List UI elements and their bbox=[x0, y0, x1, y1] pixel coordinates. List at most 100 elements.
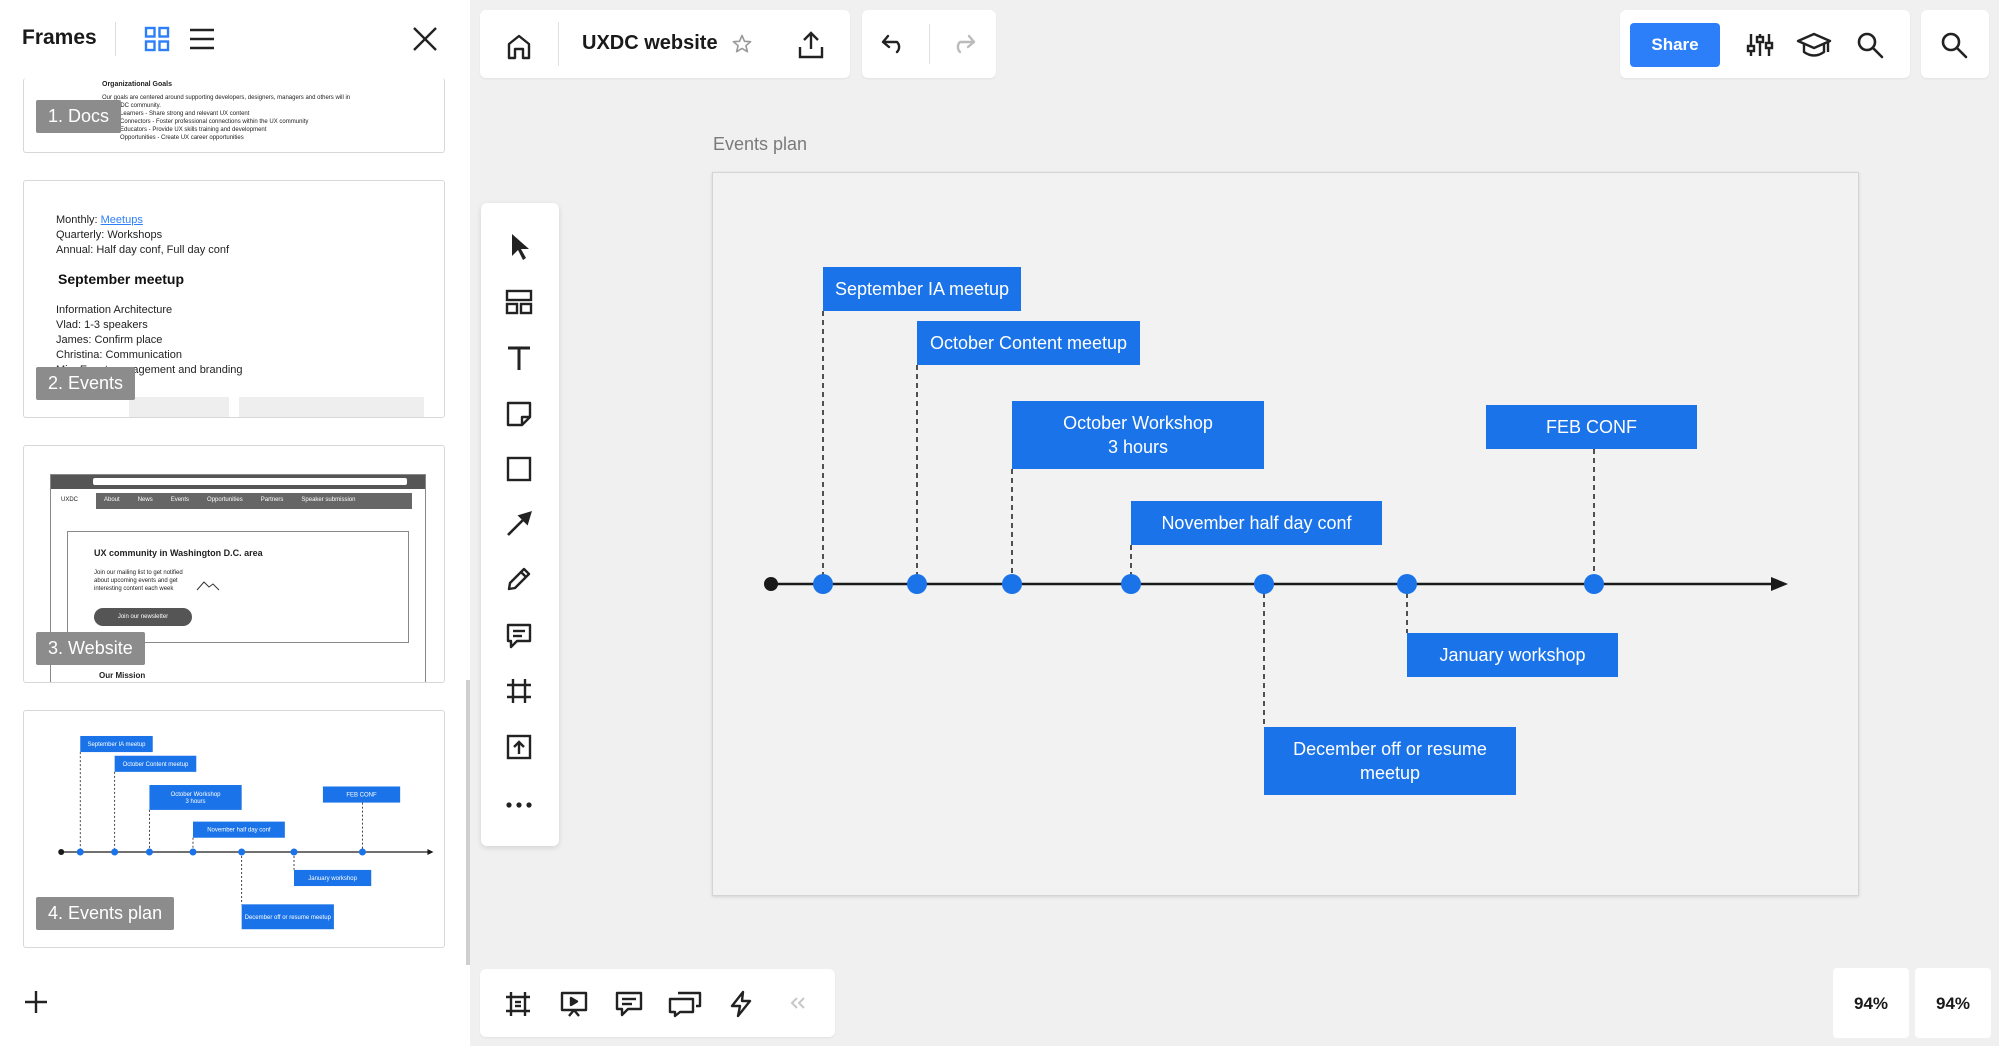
frame-thumbnail-website[interactable]: UXDC About News Events Opportunities Par… bbox=[23, 445, 445, 683]
wireframe-nav-item: News bbox=[137, 497, 153, 503]
search-icon[interactable] bbox=[1940, 31, 1968, 64]
comments-icon[interactable] bbox=[615, 990, 643, 1023]
docs-bullet: Educators - Provide UX skills training a… bbox=[120, 127, 267, 133]
events-line: Christina: Communication bbox=[56, 349, 182, 361]
docs-bullet: Opportunities - Create UX career opportu… bbox=[120, 135, 244, 141]
frame-thumbnail-docs[interactable]: Organizational Goals Our goals are cente… bbox=[23, 78, 445, 153]
timeline-event-dot[interactable] bbox=[1002, 574, 1022, 594]
search-icon[interactable] bbox=[1856, 31, 1884, 64]
timeline-event-dot[interactable] bbox=[1254, 574, 1274, 594]
pen-icon[interactable] bbox=[505, 565, 533, 598]
panel-scrollbar[interactable] bbox=[466, 680, 470, 965]
export-icon[interactable] bbox=[797, 30, 825, 65]
thumbnail-placeholder bbox=[239, 397, 339, 417]
wireframe-nav-item: Events bbox=[170, 497, 190, 503]
timeline-event-dot[interactable] bbox=[1121, 574, 1141, 594]
lightning-icon[interactable] bbox=[729, 990, 753, 1023]
mini-event-label: November half day conf bbox=[207, 828, 271, 834]
frames-icon[interactable] bbox=[504, 990, 532, 1023]
wireframe-browser: UXDC About News Events Opportunities Par… bbox=[50, 474, 426, 682]
image-placeholder-icon bbox=[196, 578, 220, 596]
event-label-box[interactable]: November half day conf bbox=[1131, 501, 1382, 545]
events-line: James: Confirm place bbox=[56, 334, 163, 346]
close-icon[interactable] bbox=[410, 24, 440, 54]
redo-icon[interactable] bbox=[949, 34, 977, 59]
timeline-event-dot[interactable] bbox=[1584, 574, 1604, 594]
mini-event-label: December off or resume meetup bbox=[245, 915, 332, 921]
timeline-start-dot bbox=[764, 577, 778, 591]
wireframe-nav: About News Events Opportunities Partners… bbox=[96, 493, 412, 509]
docs-intro: Our goals are centered around supporting… bbox=[102, 95, 351, 101]
frame-title[interactable]: Events plan bbox=[713, 134, 808, 154]
mini-event-label: September IA meetup bbox=[87, 742, 146, 748]
bottom-toolbar bbox=[480, 969, 835, 1037]
mini-event-label: FEB CONF bbox=[346, 793, 377, 799]
frame-tool-icon[interactable] bbox=[505, 677, 533, 710]
wireframe-browser-bar bbox=[51, 475, 425, 489]
share-button[interactable]: Share bbox=[1630, 23, 1720, 67]
mini-event-dot bbox=[358, 848, 366, 856]
timeline-arrow-head bbox=[1771, 577, 1788, 591]
event-label-box[interactable]: October Workshop 3 hours bbox=[1012, 401, 1264, 469]
mini-event-dot bbox=[111, 848, 119, 856]
timeline-event-dot[interactable] bbox=[1397, 574, 1417, 594]
wireframe-url-bar bbox=[93, 478, 407, 485]
mini-event-box bbox=[80, 735, 153, 753]
events-monthly: Monthly: Meetups bbox=[56, 214, 143, 226]
more-tools-icon[interactable] bbox=[505, 796, 533, 814]
undo-icon[interactable] bbox=[880, 34, 908, 59]
timeline-event-dot[interactable] bbox=[813, 574, 833, 594]
connection-line-icon[interactable] bbox=[505, 510, 533, 543]
divider bbox=[558, 22, 559, 66]
select-pointer-icon[interactable] bbox=[507, 232, 533, 267]
events-annual: Annual: Half day conf, Full day conf bbox=[56, 244, 230, 256]
sticky-note-icon[interactable] bbox=[505, 400, 533, 433]
event-label-box[interactable]: October Content meetup bbox=[917, 321, 1140, 365]
event-label-box[interactable]: September IA meetup bbox=[823, 267, 1021, 311]
event-label-box[interactable]: FEB CONF bbox=[1486, 405, 1697, 449]
zoom-level[interactable]: 94% bbox=[1833, 968, 1909, 1038]
collapse-chevron-icon[interactable] bbox=[789, 996, 807, 1015]
frame-label: 2. Events bbox=[36, 367, 136, 400]
zoom-level[interactable]: 94% bbox=[1915, 968, 1991, 1038]
settings-sliders-icon[interactable] bbox=[1746, 32, 1774, 63]
board-title[interactable]: UXDC website bbox=[582, 32, 718, 54]
event-label-box[interactable]: December off or resume meetup bbox=[1264, 727, 1516, 795]
global-search-toolbar bbox=[1921, 10, 1989, 78]
grid-view-icon[interactable] bbox=[144, 26, 170, 52]
docs-heading: Organizational Goals bbox=[102, 81, 173, 88]
wireframe-cta-button: Join our newsletter bbox=[94, 608, 192, 626]
list-view-icon[interactable] bbox=[188, 26, 216, 52]
docs-bullet: Learners - Share strong and relevant UX … bbox=[120, 111, 250, 117]
learning-hat-icon[interactable] bbox=[1796, 32, 1832, 65]
mini-event-box bbox=[322, 786, 401, 803]
docs-bullet: Connectors - Foster professional connect… bbox=[120, 119, 309, 125]
comment-icon[interactable] bbox=[505, 622, 533, 655]
mini-event-dot bbox=[76, 848, 84, 856]
mini-event-dot bbox=[189, 848, 197, 856]
panel-title: Frames bbox=[22, 26, 97, 49]
mini-event-label: January workshop bbox=[308, 876, 357, 882]
thumbnail-placeholder bbox=[324, 397, 424, 417]
add-frame-icon[interactable] bbox=[22, 988, 50, 1016]
shape-rectangle-icon[interactable] bbox=[505, 455, 533, 488]
event-label-box[interactable]: January workshop bbox=[1407, 633, 1618, 677]
mini-event-box bbox=[114, 755, 197, 772]
frame-thumbnail-events[interactable]: Monthly: Meetups Quarterly: Workshops An… bbox=[23, 180, 445, 418]
timeline-event-dot[interactable] bbox=[907, 574, 927, 594]
text-tool-icon[interactable] bbox=[505, 344, 533, 377]
wireframe-hero-text: about upcoming events and get bbox=[94, 578, 178, 584]
upload-icon[interactable] bbox=[505, 733, 533, 766]
chat-icon[interactable] bbox=[668, 990, 702, 1023]
presentation-icon[interactable] bbox=[560, 990, 588, 1023]
divider bbox=[929, 24, 930, 64]
star-icon[interactable] bbox=[732, 34, 752, 59]
templates-icon[interactable] bbox=[505, 288, 533, 321]
mini-event-dot bbox=[145, 848, 153, 856]
board-toolbar bbox=[480, 10, 850, 78]
mini-event-box bbox=[149, 785, 242, 810]
home-icon[interactable] bbox=[505, 32, 533, 65]
